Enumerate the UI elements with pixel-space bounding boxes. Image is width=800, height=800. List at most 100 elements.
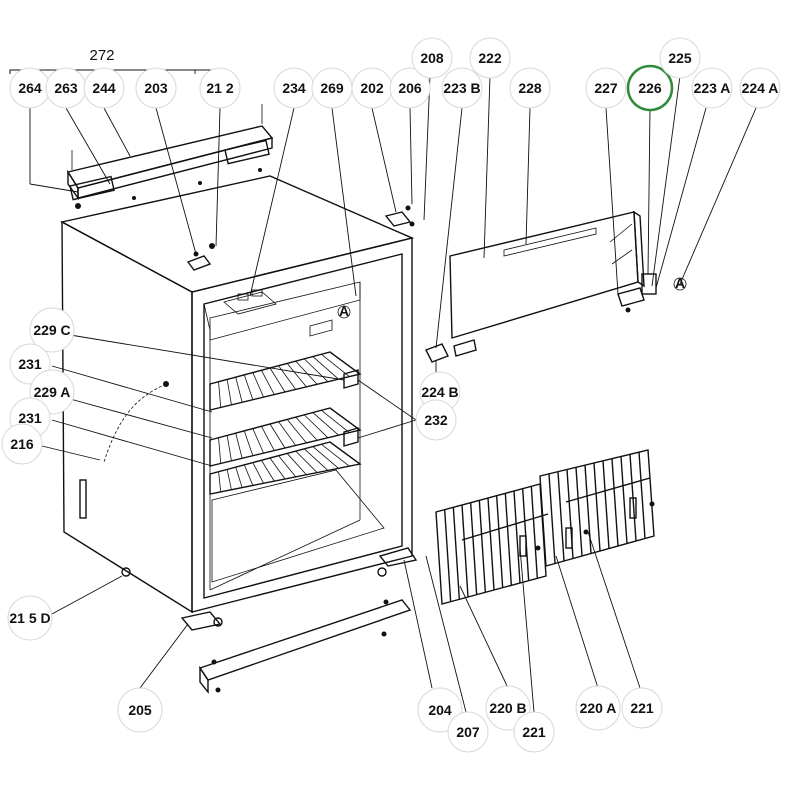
vent-slat <box>530 486 539 579</box>
shelf-wire <box>295 360 318 385</box>
vent-slat <box>638 452 646 539</box>
callout-225[interactable]: 225 <box>659 37 701 79</box>
callout-216[interactable]: 216 <box>1 423 43 465</box>
callout-227[interactable]: 227 <box>585 67 627 109</box>
svg-text:A: A <box>339 303 349 319</box>
callout-215d[interactable]: 21 5 D <box>7 595 53 641</box>
svg-text:231: 231 <box>18 356 42 372</box>
svg-text:220 B: 220 B <box>489 700 526 716</box>
svg-text:227: 227 <box>594 80 618 96</box>
callout-224a[interactable]: 224 A <box>739 67 781 109</box>
vent-slat <box>452 507 461 600</box>
vent-slat <box>521 488 530 581</box>
shelf-wire <box>235 467 243 488</box>
vent-slat <box>584 465 592 554</box>
vent-slat <box>487 497 495 591</box>
callout-207[interactable]: 207 <box>447 711 489 753</box>
svg-text:21 2: 21 2 <box>206 80 233 96</box>
callout-263[interactable]: 263 <box>45 67 87 109</box>
shelf-wire <box>286 453 307 475</box>
svg-text:224 A: 224 A <box>742 80 779 96</box>
svg-text:264: 264 <box>18 80 42 96</box>
svg-text:A: A <box>675 275 685 291</box>
vent-slat <box>504 493 513 586</box>
shelf-wire <box>226 469 232 490</box>
shelf-wire <box>304 358 329 383</box>
shelf-wire <box>218 381 222 408</box>
svg-text:223 A: 223 A <box>694 80 731 96</box>
svg-text:221: 221 <box>522 724 546 740</box>
callout-234[interactable]: 234 <box>273 67 315 109</box>
leader-lines <box>9 69 757 713</box>
svg-text:223 B: 223 B <box>443 80 480 96</box>
svg-text:229 A: 229 A <box>34 384 71 400</box>
marker-a-left: A <box>337 303 351 319</box>
callout-circles: 264 263 244 203 21 2 234 269 202 206 208… <box>1 37 781 753</box>
shelf-wire <box>321 443 350 467</box>
svg-text:224 B: 224 B <box>421 384 458 400</box>
callout-229c[interactable]: 229 C <box>29 307 75 353</box>
callout-228[interactable]: 228 <box>509 67 551 109</box>
shelf-wire <box>312 446 339 469</box>
shelf-wire <box>312 356 339 380</box>
svg-text:234: 234 <box>282 80 306 96</box>
callout-208[interactable]: 208 <box>411 37 453 79</box>
shelf-wire <box>252 428 264 454</box>
callout-221-right[interactable]: 221 <box>621 687 663 729</box>
shelf-wire <box>304 448 329 471</box>
callout-212[interactable]: 21 2 <box>199 67 241 109</box>
svg-text:221: 221 <box>630 700 654 716</box>
callout-206[interactable]: 206 <box>389 67 431 109</box>
callout-221-left[interactable]: 221 <box>513 711 555 753</box>
vent-slat <box>611 458 619 547</box>
svg-text:244: 244 <box>92 80 116 96</box>
shelf-wire <box>243 374 254 400</box>
shelf-wire <box>235 377 243 403</box>
shelf-wire <box>243 464 254 486</box>
shelf-wire <box>235 433 243 459</box>
shelf-wire <box>252 462 264 484</box>
base-rail <box>198 599 412 694</box>
shelf-wire <box>295 450 318 473</box>
svg-text:208: 208 <box>420 50 444 66</box>
door-panel <box>425 210 657 363</box>
callout-205[interactable]: 205 <box>117 687 163 733</box>
callout-203[interactable]: 203 <box>135 67 177 109</box>
callout-223b[interactable]: 223 B <box>441 67 483 109</box>
reference-markers: A A <box>337 275 687 319</box>
shelf-wire <box>269 457 286 480</box>
vent-slat <box>620 456 628 544</box>
callout-222[interactable]: 222 <box>469 37 511 79</box>
vent-slat <box>575 467 583 557</box>
svg-text:21 5 D: 21 5 D <box>9 610 50 626</box>
svg-text:202: 202 <box>360 80 384 96</box>
callout-226[interactable]: 226 <box>626 64 674 112</box>
shelf-wire <box>278 455 297 478</box>
callout-264[interactable]: 264 <box>9 67 51 109</box>
shelf-wire <box>304 414 329 439</box>
svg-text:229 C: 229 C <box>33 322 70 338</box>
svg-text:207: 207 <box>456 724 480 740</box>
shelf-wire <box>261 460 275 482</box>
shelf-wire <box>218 437 222 464</box>
callout-223a[interactable]: 223 A <box>691 67 733 109</box>
callout-232[interactable]: 232 <box>415 399 457 441</box>
fridge-cabinet <box>60 175 418 631</box>
shelf-wire <box>243 430 254 456</box>
shelf-wire <box>226 435 232 461</box>
svg-text:206: 206 <box>398 80 422 96</box>
callout-269[interactable]: 269 <box>311 67 353 109</box>
svg-text:204: 204 <box>428 702 452 718</box>
shelf-wire <box>218 471 222 492</box>
shelf-wire <box>269 367 286 393</box>
callout-244[interactable]: 244 <box>83 67 125 109</box>
callout-202[interactable]: 202 <box>351 67 393 109</box>
vent-slat <box>513 490 521 584</box>
svg-text:220 A: 220 A <box>580 700 617 716</box>
shelf-wire <box>252 372 264 398</box>
shelf-wire <box>269 423 286 449</box>
marker-a-right: A <box>673 275 687 291</box>
svg-text:203: 203 <box>144 80 168 96</box>
callout-220a[interactable]: 220 A <box>575 685 621 731</box>
